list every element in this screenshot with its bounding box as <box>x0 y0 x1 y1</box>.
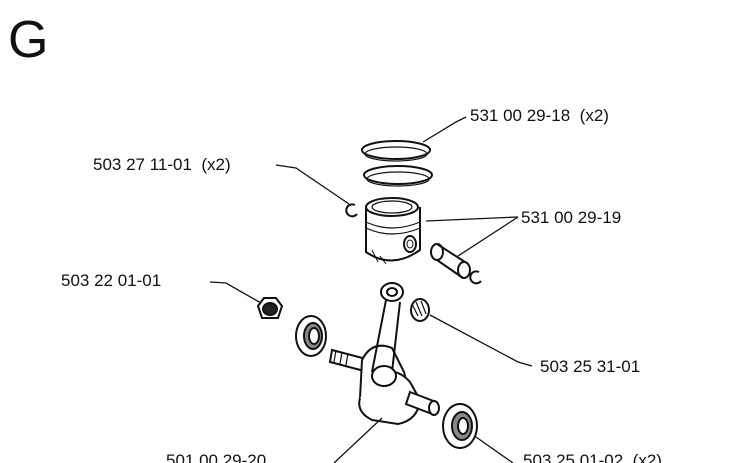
part-number: 501 00 29-20 <box>166 451 267 463</box>
piston-pin-drawing <box>430 243 471 279</box>
part-number: 531 00 29-18 <box>470 106 571 125</box>
needle-bearing-drawing <box>410 298 430 322</box>
right-main-bearing-drawing <box>442 403 478 449</box>
leader-lines <box>209 116 533 463</box>
crankshaft-drawing <box>328 282 440 426</box>
part-number: 531 00 29-19 <box>521 208 622 227</box>
part-label-needle-bearing: 503 25 31-01 <box>540 357 640 377</box>
part-number: 503 22 01-01 <box>61 271 162 290</box>
piston-rings-drawing <box>361 140 433 187</box>
part-label-piston-ring: 531 00 29-18 (x2) <box>470 106 609 126</box>
part-number: 503 25 01-02 <box>523 451 624 463</box>
part-label-piston-kit: 531 00 29-19 <box>521 208 621 228</box>
part-quantity: (x2) <box>632 451 662 463</box>
part-number: 503 25 31-01 <box>540 357 641 376</box>
section-letter: G <box>8 11 49 69</box>
part-quantity: (x2) <box>201 155 231 174</box>
part-label-crankshaft: 501 00 29-20 <box>166 451 266 463</box>
part-quantity: (x2) <box>579 106 609 125</box>
crank-nut-drawing <box>256 297 284 319</box>
part-label-crank-nut: 503 22 01-01 <box>61 271 161 291</box>
piston-drawing <box>365 197 421 265</box>
left-main-bearing-drawing <box>295 315 327 357</box>
part-number: 503 27 11-01 <box>93 155 192 174</box>
part-label-piston-pin-clip: 503 27 11-01 (x2) <box>93 155 231 175</box>
part-label-main-bearing: 503 25 01-02 (x2) <box>523 451 662 463</box>
circlips-drawing <box>345 203 482 285</box>
